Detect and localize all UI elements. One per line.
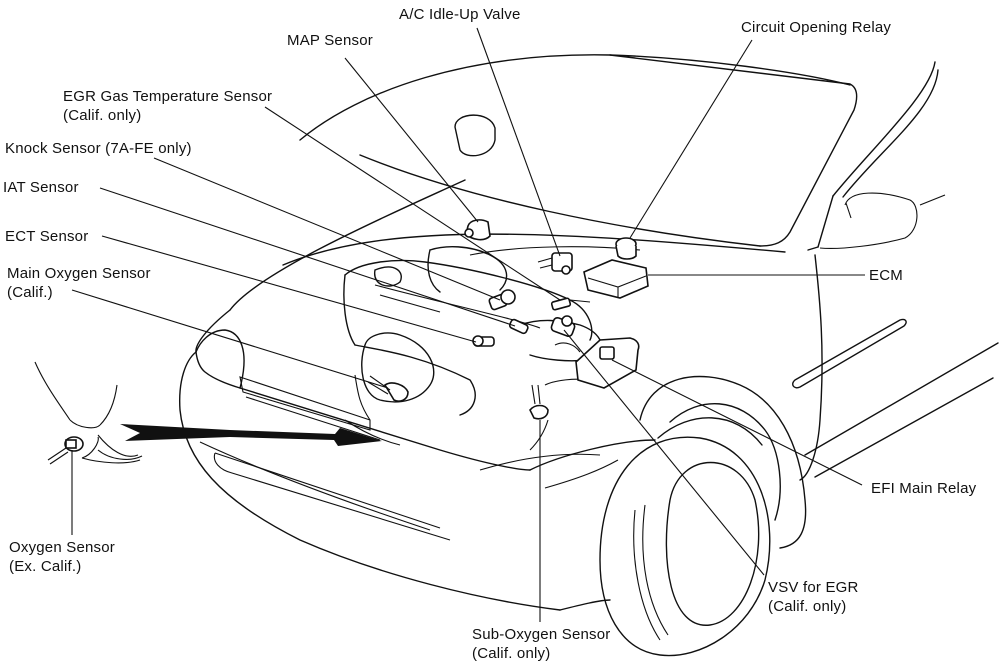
leader-lines [71,27,865,622]
label-vsv-for-egr: VSV for EGR (Calif. only) [768,579,859,615]
leader-iat-sensor [99,187,516,327]
knock-sensor-part [488,289,516,311]
map-sensor-part [464,219,491,241]
label-efi-main-relay: EFI Main Relay [871,480,977,497]
ect-sensor-part [472,335,495,347]
circuit-opening-relay-part [615,237,637,260]
label-circuit-opening-relay: Circuit Opening Relay [741,19,892,36]
leader-main-oxygen-sensor [71,289,389,389]
label-iat-sensor: IAT Sensor [3,179,79,196]
label-map-sensor: MAP Sensor [287,32,373,49]
label-oxygen-sensor: Oxygen Sensor (Ex. Calif.) [9,539,115,575]
label-knock-sensor: Knock Sensor (7A-FE only) [5,140,192,157]
leader-vsv-for-egr [563,329,765,576]
efi-main-relay-part [575,337,640,389]
leader-ect-sensor [101,235,477,343]
leader-egr-gas-temp-sensor [264,106,561,301]
car-body [178,54,999,657]
iat-sensor-part [508,318,529,335]
label-ect-sensor: ECT Sensor [5,228,89,245]
ecm-part [583,259,649,299]
leader-efi-main-relay [611,359,863,486]
exhaust-pipe-detail [34,361,143,464]
pointer-arrow [120,424,382,446]
engine-compartment [343,246,603,471]
label-ac-idle-up-valve: A/C Idle-Up Valve [399,6,521,23]
ac-idle-up-valve-part [537,252,573,275]
oxygen-sensor-part [47,436,84,465]
label-sub-oxygen-sensor: Sub-Oxygen Sensor (Calif. only) [472,626,611,662]
leader-map-sensor [344,57,479,223]
label-egr-gas-temp-sensor: EGR Gas Temperature Sensor (Calif. only) [63,88,273,124]
label-main-oxygen-sensor: Main Oxygen Sensor (Calif.) [7,265,151,301]
main-oxygen-sensor-part [367,375,409,402]
egr-gas-temp-sensor-part [550,297,591,311]
leader-knock-sensor [153,157,501,301]
leader-ac-idle-up-valve [476,27,561,257]
sub-oxygen-sensor-part [529,384,549,420]
leader-circuit-opening-relay [629,39,753,239]
vsv-part [550,315,576,338]
label-ecm: ECM [869,267,903,284]
